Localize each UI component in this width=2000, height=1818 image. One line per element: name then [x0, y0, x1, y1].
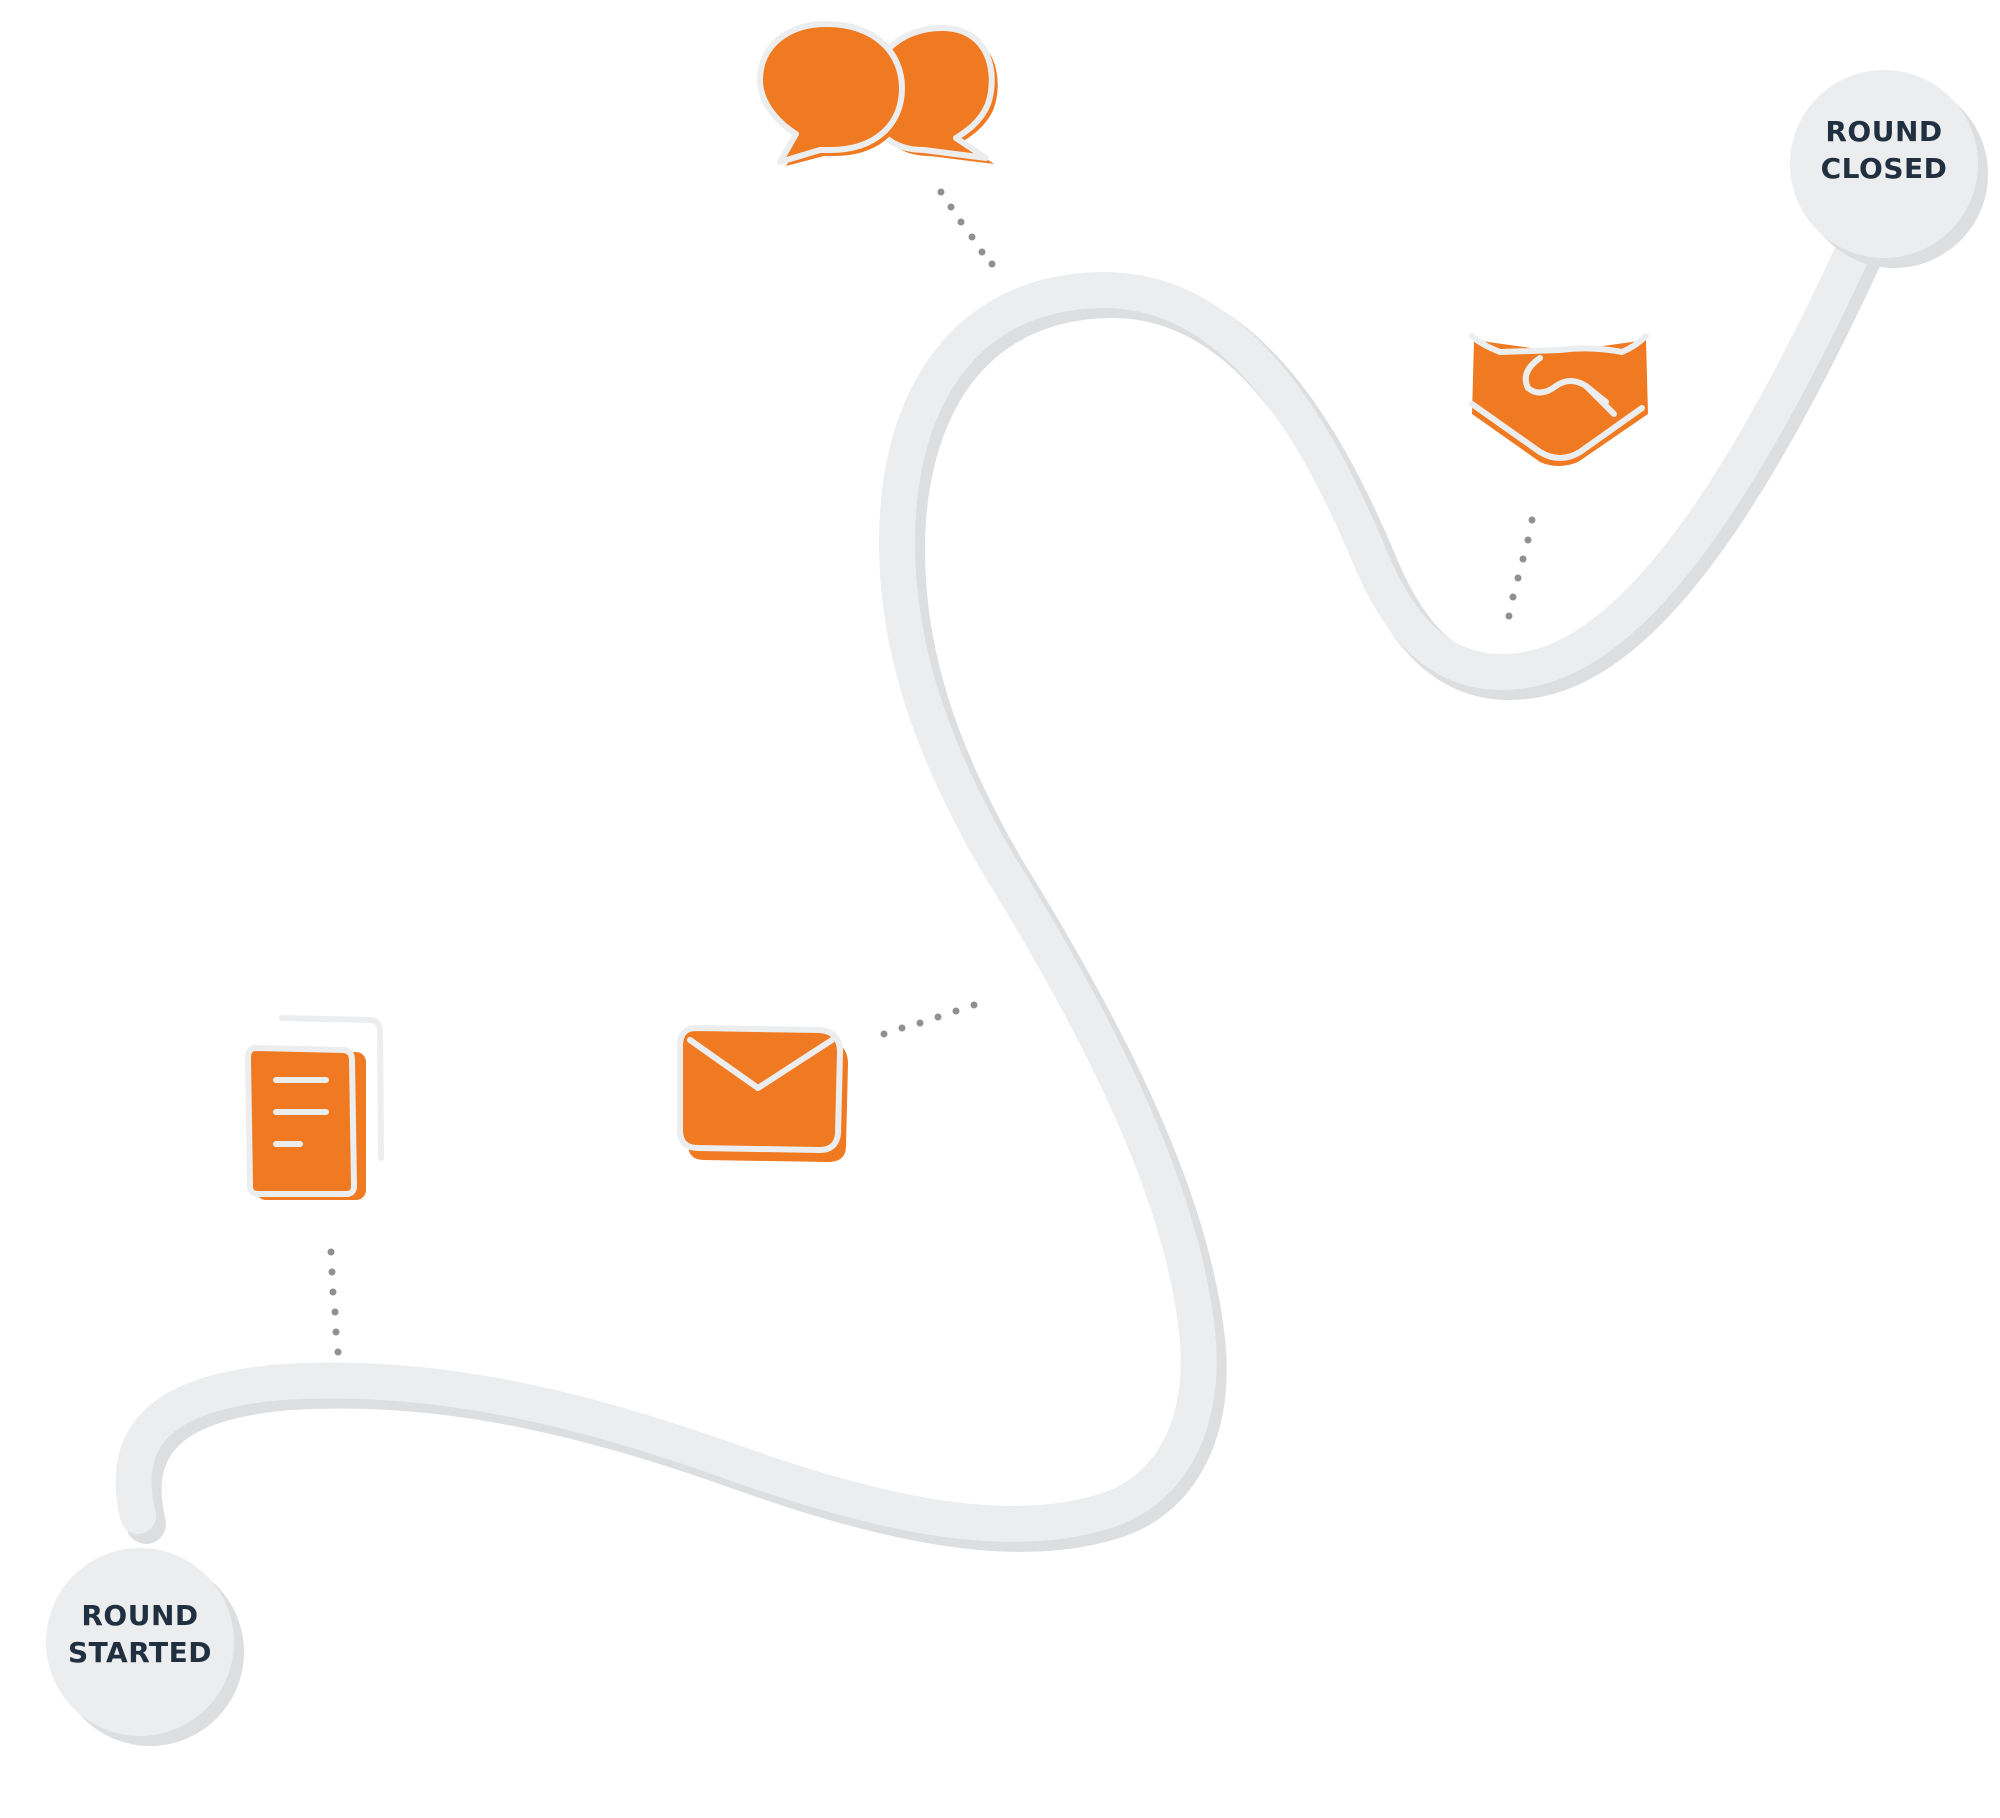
- journey-path-road: [115, 214, 1880, 1542]
- connector-dot: [934, 1013, 942, 1021]
- connector-dot: [1514, 574, 1522, 582]
- connector-dot: [1505, 612, 1513, 620]
- connector-dot: [916, 1019, 924, 1027]
- milestone-label-line1: ROUND: [81, 1599, 198, 1632]
- connector-dot: [968, 233, 976, 241]
- connector-dot: [331, 1308, 339, 1316]
- connector-dot: [328, 1268, 336, 1276]
- connector-dot: [978, 248, 986, 256]
- connector-dot: [988, 260, 996, 268]
- milestone-circle: [46, 1548, 234, 1736]
- connector-dot: [1509, 593, 1517, 601]
- connector-dot: [957, 218, 965, 226]
- milestone-label-line2: STARTED: [68, 1636, 212, 1669]
- connector-document: [327, 1248, 342, 1356]
- connector-dot: [898, 1024, 906, 1032]
- connector-dot: [947, 203, 955, 211]
- milestone-round-closed: ROUND CLOSED: [1790, 70, 1988, 268]
- connector-dot: [937, 188, 945, 196]
- milestone-label-line2: CLOSED: [1821, 152, 1948, 185]
- connector-dot: [332, 1328, 340, 1336]
- connector-chat: [937, 188, 996, 268]
- connector-dot: [334, 1348, 342, 1356]
- milestone-round-started: ROUND STARTED: [46, 1548, 244, 1746]
- milestone-circle: [1790, 70, 1978, 258]
- connector-dot: [880, 1030, 888, 1038]
- milestone-label-line1: ROUND: [1825, 115, 1942, 148]
- connector-dot: [1528, 516, 1536, 524]
- document-icon: [245, 1015, 384, 1200]
- connector-handshake: [1505, 516, 1536, 620]
- connector-envelope: [880, 1001, 978, 1038]
- connector-dot: [329, 1288, 337, 1296]
- connector-dot: [1524, 536, 1532, 544]
- handshake-icon: [1469, 333, 1649, 466]
- connector-dot: [1519, 555, 1527, 563]
- envelope-icon: [677, 1025, 848, 1162]
- journey-path: [115, 214, 1890, 1552]
- connector-dot: [952, 1007, 960, 1015]
- connector-dot: [327, 1248, 335, 1256]
- connector-dot: [970, 1001, 978, 1009]
- chat-bubbles-icon: [757, 21, 998, 166]
